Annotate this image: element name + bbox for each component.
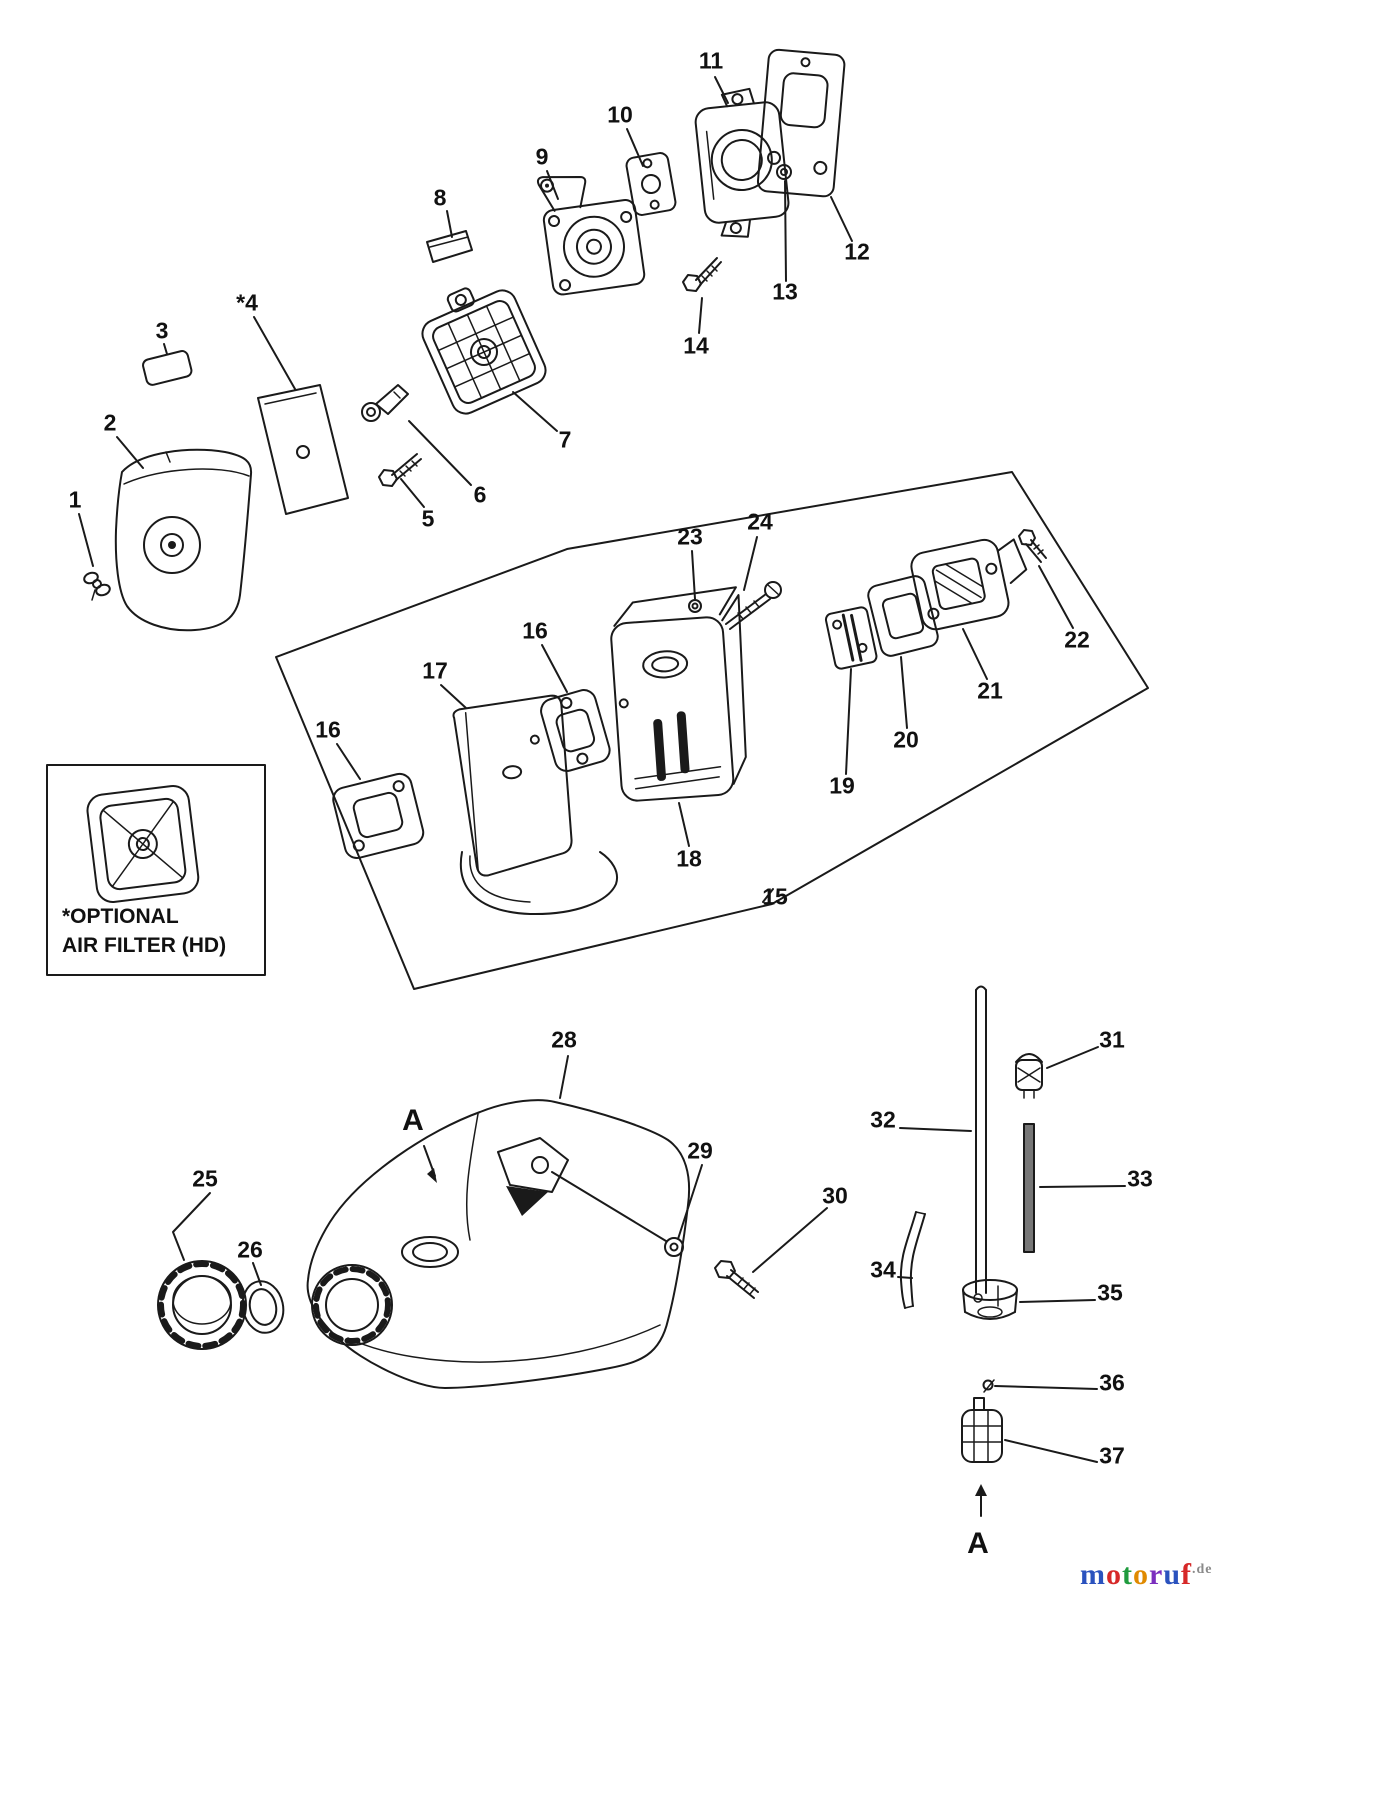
- callout-3: 3: [155, 317, 169, 344]
- part-9-carburetor: [536, 175, 646, 296]
- part-16-gasket-upper: [540, 689, 611, 772]
- section-label-a-top: A: [402, 1104, 424, 1137]
- callout-34: 34: [870, 1256, 896, 1283]
- callout-17: 17: [422, 657, 448, 684]
- optional-filter-box: [46, 764, 266, 976]
- callout-12: 12: [844, 238, 870, 265]
- callout-28: 28: [551, 1026, 577, 1053]
- callout-22: 22: [1064, 626, 1090, 653]
- watermark-letter: o: [1106, 1558, 1122, 1591]
- part-26-cap-gasket: [241, 1280, 285, 1334]
- callout-2: 2: [103, 409, 117, 436]
- part-13-nut: [776, 164, 792, 180]
- watermark-letter: f: [1181, 1558, 1193, 1591]
- callout-11: 11: [698, 47, 724, 74]
- callout-35: 35: [1097, 1279, 1123, 1306]
- callout-30: 30: [822, 1182, 848, 1209]
- watermark-logo[interactable]: motoruf.de: [1080, 1558, 1213, 1592]
- part-12-gasket-plate: [756, 48, 846, 198]
- part-24-screw: [725, 581, 782, 630]
- callout-33: 33: [1127, 1165, 1153, 1192]
- part-28-fuel-tank: [306, 1099, 691, 1389]
- callout-9: 9: [535, 143, 549, 170]
- part-33-fuel-tube: [1023, 1123, 1035, 1253]
- optional-filter-label-line1: *OPTIONAL: [62, 905, 179, 928]
- part-22-screw: [1018, 529, 1047, 563]
- optional-filter-label-line2: AIR FILTER (HD): [62, 934, 227, 957]
- callout-8: 8: [433, 184, 447, 211]
- callout-25: 25: [192, 1165, 218, 1192]
- callout-1: 1: [68, 486, 82, 513]
- part-32-fuel-pipe: [975, 985, 987, 1294]
- callout-16-upper: 16: [522, 617, 548, 644]
- part-2-air-cleaner-cover: [114, 448, 253, 632]
- section-a-arrow-top: [423, 1145, 437, 1183]
- callout-5: 5: [421, 505, 435, 532]
- part-19-plate: [824, 606, 878, 670]
- section-a-arrow-bottom: [975, 1484, 987, 1517]
- callout-7: 7: [558, 426, 572, 453]
- part-17-muffler-bracket: [452, 694, 618, 916]
- callout-4: *4: [236, 289, 258, 316]
- part-11-insulator-block: [694, 87, 790, 238]
- part-18-muffler-body: [610, 586, 747, 802]
- part-16-gasket-lower: [332, 772, 425, 860]
- watermark-letter: t: [1122, 1558, 1133, 1591]
- callout-24: 24: [747, 508, 773, 535]
- callout-23: 23: [677, 523, 703, 550]
- watermark-suffix: .de: [1192, 1562, 1213, 1577]
- part-31-primer-filter: [1015, 1053, 1043, 1099]
- part-34-fuel-hose: [899, 1211, 926, 1309]
- callout-16-lower: 16: [315, 716, 341, 743]
- part-10-gasket: [625, 152, 677, 216]
- callout-15: 15: [762, 883, 788, 910]
- callout-20: 20: [893, 726, 919, 753]
- part-6-choke-lever: [361, 384, 409, 422]
- part-25-fuel-cap: [157, 1260, 247, 1350]
- callout-6: 6: [473, 481, 487, 508]
- part-29-washer: [664, 1237, 684, 1257]
- callout-18: 18: [676, 845, 702, 872]
- callout-19: 19: [829, 772, 855, 799]
- part-35-tank-grommet: [962, 1279, 1018, 1320]
- part-1-clip: [83, 571, 111, 601]
- watermark-letter: u: [1163, 1558, 1182, 1591]
- watermark-letter: r: [1149, 1558, 1164, 1591]
- part-36-clip: [982, 1379, 995, 1393]
- part-30-screw: [714, 1260, 759, 1299]
- callout-26: 26: [237, 1236, 263, 1263]
- callout-36: 36: [1099, 1369, 1125, 1396]
- part-7-filter-screen: [421, 287, 547, 415]
- part-21-exhaust-plate: [910, 538, 1028, 631]
- muffler-section-outline: [275, 471, 1149, 990]
- callout-14: 14: [683, 332, 709, 359]
- callout-29: 29: [687, 1137, 713, 1164]
- callout-32: 32: [870, 1106, 896, 1133]
- part-5-screw: [378, 453, 422, 487]
- callout-37: 37: [1099, 1442, 1125, 1469]
- watermark-letter: m: [1080, 1558, 1106, 1591]
- part-3-plate: [142, 350, 193, 386]
- part-37-fuel-filter: [961, 1397, 1003, 1463]
- part-8-plate: [426, 230, 473, 263]
- watermark-letter: o: [1133, 1558, 1149, 1591]
- part-23-washer: [688, 599, 702, 613]
- callout-13: 13: [772, 278, 798, 305]
- callout-leader-lines: [78, 76, 1126, 1463]
- callout-31: 31: [1099, 1026, 1125, 1053]
- part-14-screw: [682, 257, 722, 292]
- section-label-a-bottom: A: [967, 1527, 989, 1560]
- callout-10: 10: [607, 101, 633, 128]
- callout-21: 21: [977, 677, 1003, 704]
- part-4-filter-element: [257, 384, 349, 515]
